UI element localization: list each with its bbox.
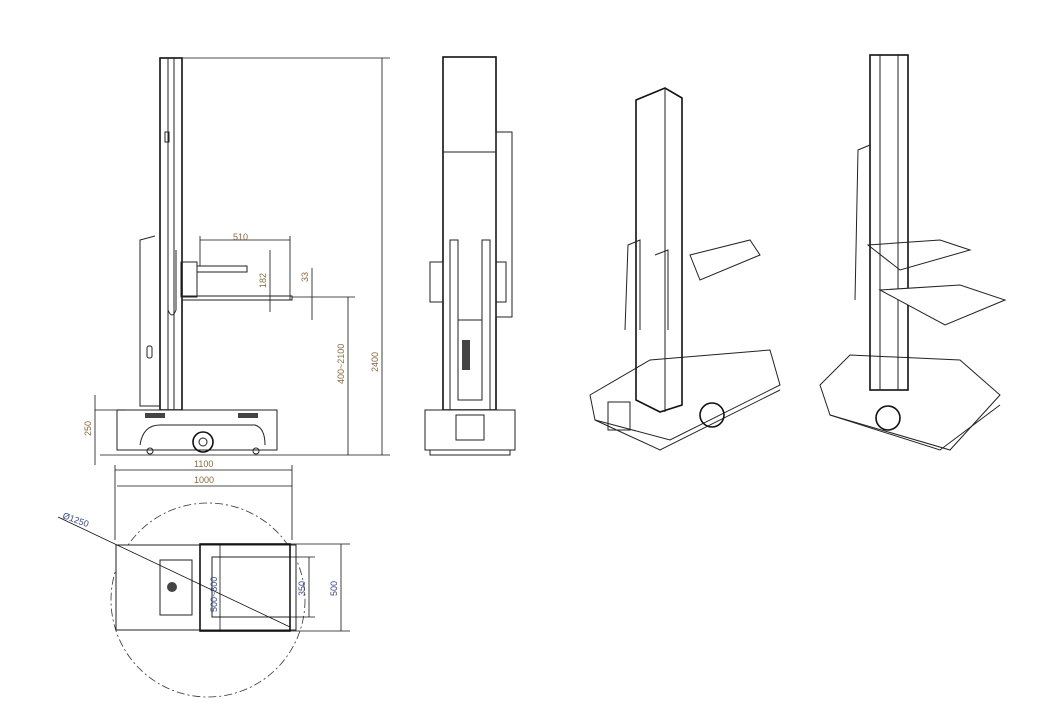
top-view: Ø1250 500~800 350 500 (57, 502, 350, 698)
dim-tray-thickness: 33 (300, 272, 310, 282)
tray-iso-rear (878, 284, 1007, 326)
isometric-view-rear (819, 54, 1007, 451)
dim-arm-reach: 510 (233, 232, 248, 242)
agv-base-front (424, 409, 516, 451)
dim-arm-height: 182 (258, 273, 268, 288)
dim-body-length: 1000 (194, 475, 214, 485)
mast-iso-rear (869, 54, 909, 391)
dim-body-width: 500 (329, 581, 339, 596)
rear-panel (139, 235, 160, 407)
carriage (180, 261, 198, 298)
dim-lift-range: 400~2100 (336, 344, 346, 384)
dim-tray-width: 500~800 (209, 577, 219, 612)
isometric-view-front (589, 87, 781, 451)
front-view (424, 56, 516, 456)
dim-tray-depth: 350 (297, 581, 307, 596)
dim-turn-diameter: Ø1250 (61, 510, 90, 529)
control-screen-iso (607, 401, 631, 431)
tray-iso (689, 239, 761, 281)
dim-overall-length: 1100 (194, 459, 213, 469)
dim-total-height: 2400 (370, 352, 380, 372)
turn-circle (110, 502, 306, 698)
tray-side (495, 131, 513, 318)
tray (181, 295, 293, 301)
drive-wheel (192, 431, 214, 453)
side-view: 510 182 33 400~2100 2400 250 1100 1000 (83, 57, 390, 540)
mast-column (159, 57, 183, 411)
control-screen (455, 414, 485, 441)
dim-base-height: 250 (83, 421, 93, 436)
